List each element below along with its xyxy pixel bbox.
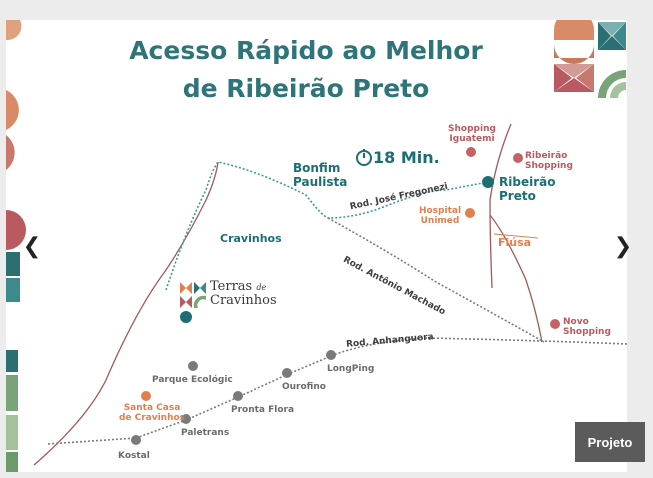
ourofino-dot [282,368,292,378]
pronta-flora-dot [233,391,243,401]
cravinhos-label: Cravinhos [220,232,282,245]
map-title: Acesso Rápido ao Melhor de Ribeirão Pret… [6,32,606,108]
novo-shopping-label: Novo Shopping [563,317,611,337]
corner-decor [554,20,626,98]
parque-ecologico-label: Parque Ecológic [152,375,233,385]
shopping-iguatemi-dot [466,147,476,157]
hospital-unimed-label: Hospital Unimed [418,206,462,226]
longping-dot [326,350,336,360]
ourofino-label: Ourofino [282,382,326,392]
ribeirao-preto-dot [482,176,494,188]
title-line-2: de Ribeirão Preto [182,74,430,103]
prev-arrow-button[interactable]: ❮ [22,233,42,259]
title-line-1: Acesso Rápido ao Melhor [129,36,483,65]
longping-label: LongPing [327,364,375,374]
novo-shopping-dot [550,319,560,329]
hospital-unimed-dot [465,208,475,218]
projeto-badge[interactable]: Projeto [575,422,645,462]
terras-logo-text: Terras de Cravinhos [210,280,277,307]
parque-dot [188,361,198,371]
map-image: Acesso Rápido ao Melhor de Ribeirão Pret… [6,20,627,472]
left-decor [6,20,26,472]
clock-icon [356,149,372,166]
terras-logo-mark [180,282,206,308]
next-arrow-button[interactable]: ❯ [613,233,633,259]
logo-name-part2: Cravinhos [210,293,277,308]
time-badge: 18 Min. [373,148,440,167]
kostal-label: Kostal [118,451,150,461]
shopping-iguatemi-label: Shopping Iguatemi [448,124,496,144]
map-graphics [6,20,627,472]
ribeirao-shopping-dot [513,153,523,163]
logo-name-part1: Terras [210,279,253,294]
santa-casa-label: Santa Casa de Cravinhos [118,403,186,423]
fiusa-label: Fiúsa [498,236,532,249]
terras-location-dot [180,311,192,323]
santa-casa-dot [141,391,151,401]
paletrans-dot [181,414,191,424]
paletrans-label: Paletrans [181,428,230,438]
ribeirao-shopping-label: Ribeirão Shopping [525,151,573,171]
ribeirao-preto-label: Ribeirão Preto [499,175,556,203]
logo-name-de: de [256,283,267,292]
bonfim-paulista-label: Bonfim Paulista [293,161,348,189]
pronta-flora-label: Pronta Flora [231,405,295,415]
kostal-dot [131,435,141,445]
